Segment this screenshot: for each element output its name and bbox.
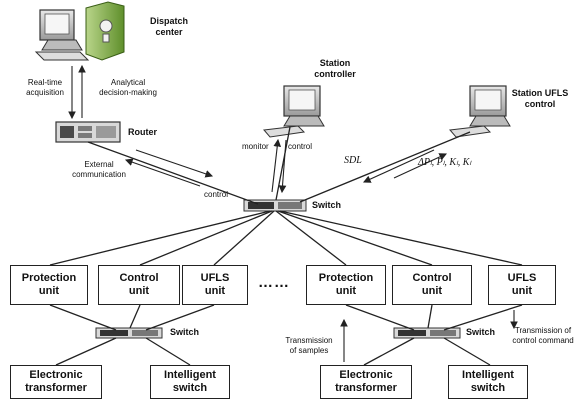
link-router-switch [87,141,259,205]
left-intelligent-switch-label: Intelligent switch [164,369,216,394]
right-intelligent-switch-box: Intelligent switch [448,365,528,399]
link-right-switch-transformer [363,337,415,366]
right-electronic-transformer-box: Electronic transformer [320,365,412,399]
link-left-ufls-switch [145,304,215,331]
arrow-sdl [362,149,435,183]
analytical-decision-label: Analytical decision-making [99,78,157,97]
link-right-protection-switch [345,304,415,331]
link-right-switch-intelligent [443,337,491,366]
link-left-switch-intelligent [145,337,191,366]
right-protection-unit-box: Protection unit [306,265,386,305]
router-label: Router [128,127,157,137]
server-icon [85,1,125,61]
router-icon [55,121,121,143]
station-ufls-label: Station UFLS control [511,88,569,109]
main-switch-icon [243,199,307,212]
external-communication-label: External communication [72,160,126,179]
station-ufls-computer-icon [449,85,511,138]
transmission-control-label: Transmission of control command [512,326,574,345]
ellipsis: …… [258,274,290,291]
link-switch-right-protection [275,210,347,266]
link-left-control-switch [129,304,141,329]
arrow-params [393,153,447,179]
right-electronic-transformer-label: Electronic transformer [335,369,397,394]
right-switch-label: Switch [466,327,496,337]
main-switch-label: Switch [312,200,342,210]
right-intelligent-switch-label: Intelligent switch [462,369,514,394]
left-control-unit-box: Control unit [98,265,180,305]
left-electronic-transformer-label: Electronic transformer [25,369,87,394]
left-intelligent-switch-box: Intelligent switch [150,365,230,399]
right-protection-unit-label: Protection unit [318,272,374,297]
arrow-control-down [278,139,287,194]
station-control-label: control [288,142,313,151]
transmission-samples-label: Transmission of samples [285,336,333,355]
link-switch-right-control [277,210,433,266]
link-ufls-switch [299,131,471,203]
router-control-label: control [204,190,229,199]
station-controller-label: Station controller [314,58,356,79]
link-switch-right-ufls [279,210,523,266]
dispatch-center-label: Dispatch center [149,16,188,37]
right-ufls-unit-box: UFLS unit [488,265,556,305]
left-electronic-transformer-box: Electronic transformer [10,365,102,399]
left-ufls-unit-box: UFLS unit [182,265,248,305]
arrow-monitor-up [271,138,282,193]
link-switch-left-control [139,210,273,266]
left-switch-icon [95,327,163,339]
right-control-unit-label: Control unit [412,272,452,297]
link-right-ufls-switch [443,304,523,331]
arrow-external-out [124,158,201,187]
ufls-params-label: ΔPₗ, Pₗ, Kₗ, Kₗ [418,157,472,168]
realtime-acquisition-label: Real-time acquisition [26,78,64,97]
left-protection-unit-label: Protection unit [21,272,77,297]
monitor-label: monitor [242,142,269,151]
sdl-label: SDL [344,155,362,166]
left-ufls-unit-label: UFLS unit [200,272,230,297]
link-right-control-switch [427,304,433,329]
left-control-unit-label: Control unit [119,272,159,297]
right-ufls-unit-label: UFLS unit [507,272,537,297]
link-switch-left-protection [49,210,271,266]
left-protection-unit-box: Protection unit [10,265,88,305]
link-switch-left-ufls [213,210,275,266]
right-switch-icon [393,327,461,339]
station-controller-computer-icon [263,85,325,138]
link-left-switch-transformer [55,337,117,366]
right-control-unit-box: Control unit [392,265,472,305]
left-switch-label: Switch [170,327,200,337]
link-controller-switch [275,126,291,201]
link-left-protection-switch [49,304,117,331]
arrow-external-in [135,149,214,178]
dispatch-computer-icon [34,9,90,61]
